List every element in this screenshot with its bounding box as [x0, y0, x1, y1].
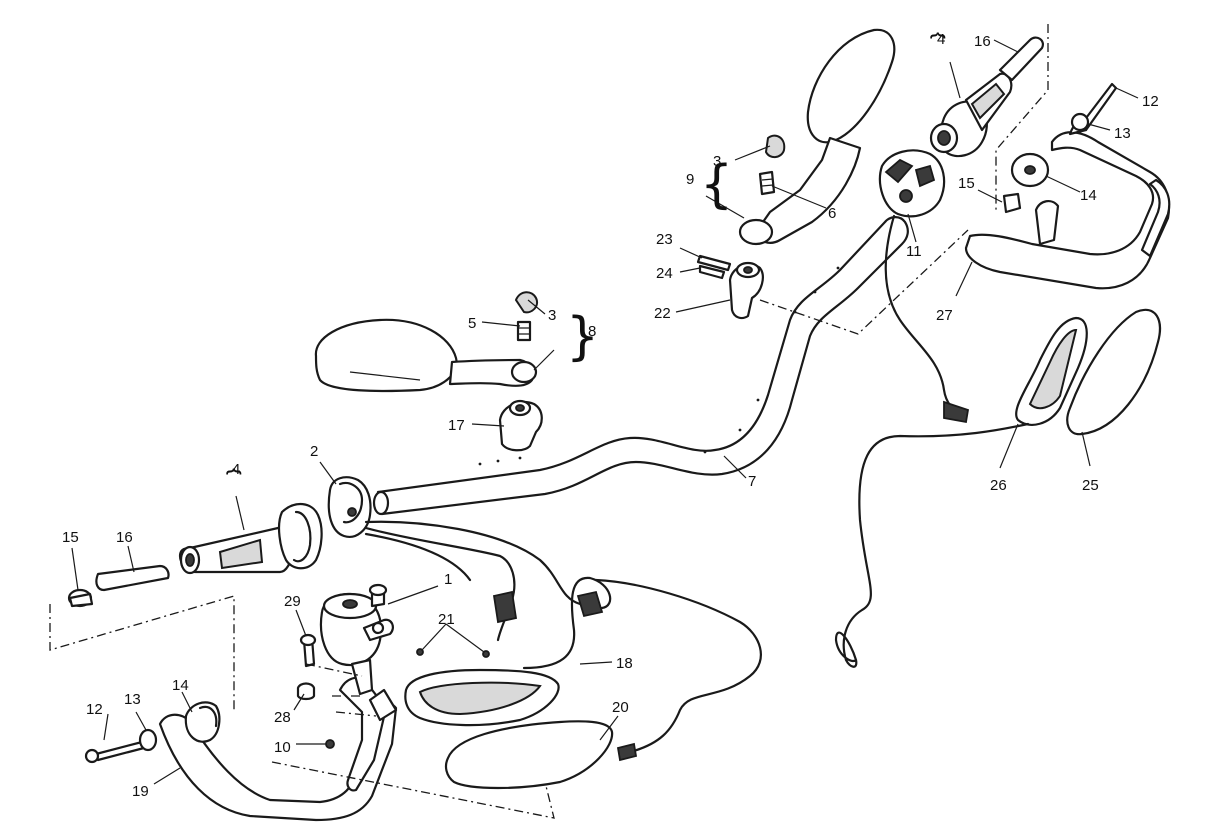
callout-12-right: 12: [1142, 93, 1159, 110]
wiring-harness: [364, 214, 1030, 762]
callout-25: 25: [1082, 477, 1099, 494]
callout-13-right: 13: [1114, 125, 1131, 142]
callout-3-right: 3: [713, 153, 721, 170]
brace-4-right: ⏞: [930, 32, 946, 63]
callout-15-right: 15: [958, 175, 975, 192]
callout-13-left: 13: [124, 691, 141, 708]
left-mirror-cap: [514, 291, 538, 314]
callout-23: 23: [656, 231, 673, 248]
reference-lines: [49, 24, 1049, 819]
left-indicator: [404, 668, 560, 727]
callout-16-right: 16: [974, 33, 991, 50]
callout-6: 6: [828, 205, 836, 222]
left-switch: [327, 476, 372, 538]
right-switch: [878, 149, 946, 218]
callout-15-left: 15: [62, 529, 79, 546]
left-indicator-lens: [444, 720, 614, 790]
right-indicator-lens: [1066, 308, 1162, 436]
callout-2: 2: [310, 443, 318, 460]
callout-4-left: 4: [232, 461, 240, 478]
callout-29: 29: [284, 593, 301, 610]
callout-10: 10: [274, 739, 291, 756]
left-hand-guard: [158, 676, 398, 822]
callout-14-right: 14: [1080, 187, 1097, 204]
callout-7: 7: [748, 473, 756, 490]
mirror-mount-left: [498, 399, 543, 452]
leader-lines: [71, 39, 1139, 785]
handlebar-end-left: [372, 490, 390, 516]
callout-18: 18: [616, 655, 633, 672]
callout-16-left: 16: [116, 529, 133, 546]
handlebar: [376, 216, 909, 516]
right-bar-end-weight: [998, 36, 1044, 82]
right-guard-fasteners: [1002, 82, 1118, 214]
callout-21: 21: [438, 611, 455, 628]
callout-17: 17: [448, 417, 465, 434]
right-grip: [929, 72, 1013, 158]
callout-14-left: 14: [172, 677, 189, 694]
brace-8: }: [566, 307, 599, 367]
left-bar-end-weight: [95, 564, 170, 592]
callout-11: 11: [906, 243, 922, 260]
callout-12-left: 12: [86, 701, 103, 718]
callout-8: 8: [588, 323, 596, 340]
clutch-reservoir: [296, 583, 394, 749]
callout-20: 20: [612, 699, 629, 716]
left-grip: [178, 503, 323, 575]
callout-26: 26: [990, 477, 1007, 494]
callout-27: 27: [936, 307, 953, 324]
mirror-mount-right: [696, 254, 764, 320]
callout-labels: 1 2 3 3 4 4 5 6 7 8 9 10 11 12 12 13 13 …: [62, 31, 1159, 800]
callout-19: 19: [132, 783, 149, 800]
left-guard-fasteners: [84, 701, 221, 764]
left-indicator-screws: [416, 648, 490, 658]
callout-3-left: 3: [548, 307, 556, 324]
brace-4-left: ⏞: [226, 468, 242, 499]
brace-9: {: [700, 155, 733, 215]
callout-28: 28: [274, 709, 291, 726]
callout-5: 5: [468, 315, 476, 332]
callout-24: 24: [656, 265, 673, 282]
callout-4-right: 4: [937, 31, 945, 48]
right-indicator: [1015, 316, 1088, 426]
right-mirror-cap: [764, 134, 786, 158]
callout-9: 9: [686, 171, 694, 188]
callout-22: 22: [654, 305, 671, 322]
right-mirror: [738, 28, 896, 246]
callout-1: 1: [444, 571, 452, 588]
left-mirror: [314, 291, 538, 393]
handlebar-holes: [478, 266, 840, 466]
